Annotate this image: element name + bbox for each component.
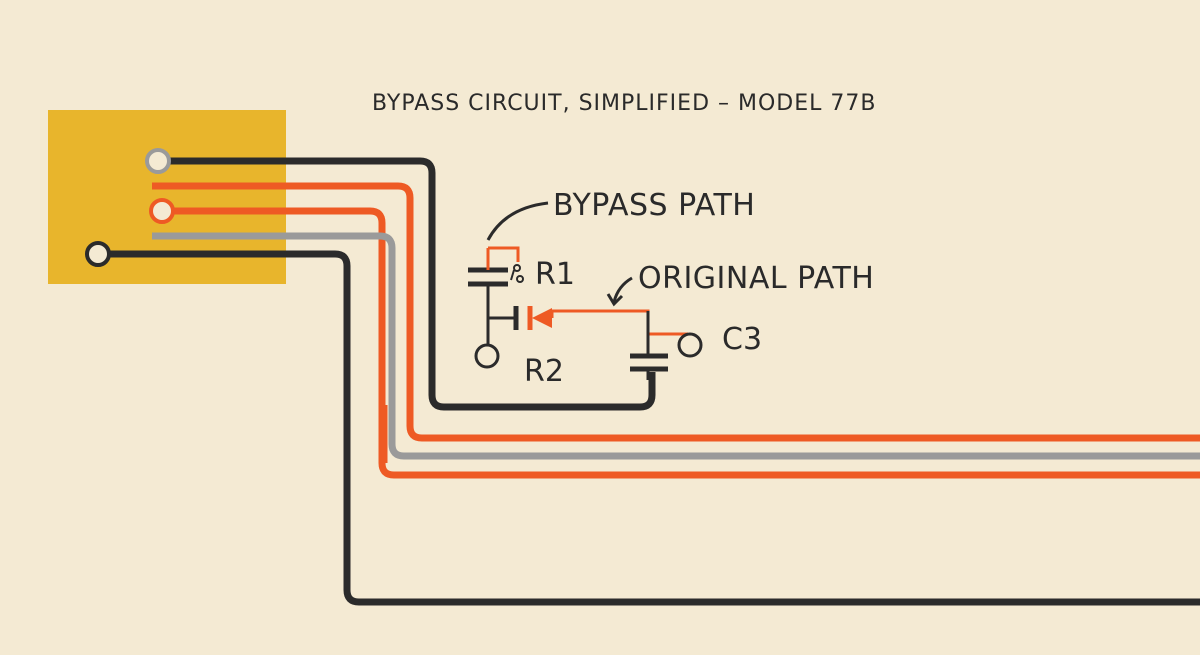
original-path-label: ORIGINAL PATH	[638, 261, 874, 296]
c3-label: C3	[722, 322, 762, 357]
diagram-title: BYPASS CIRCUIT, SIMPLIFIED – MODEL 77B	[372, 91, 876, 116]
bypass-path-leader	[486, 201, 549, 241]
c3-component	[630, 311, 703, 380]
wire-orange-lower	[158, 207, 1200, 479]
original-path-arrowhead	[606, 293, 624, 307]
original-path-arrow	[612, 276, 633, 303]
r1-component	[468, 246, 524, 369]
wire-dark-upper	[158, 157, 656, 411]
wire-gray	[152, 232, 1200, 460]
terminal-2	[149, 198, 175, 224]
terminal-1	[145, 148, 171, 174]
terminal-3	[85, 241, 111, 267]
wire-dark-lower	[98, 250, 1200, 606]
bypass-path-label: BYPASS PATH	[553, 188, 755, 223]
r2-label: R2	[524, 354, 564, 389]
wire-orange-upper	[152, 182, 1200, 442]
connector-block	[48, 110, 286, 284]
wire-bundle	[98, 157, 1200, 606]
r1-label: R1	[535, 257, 575, 292]
